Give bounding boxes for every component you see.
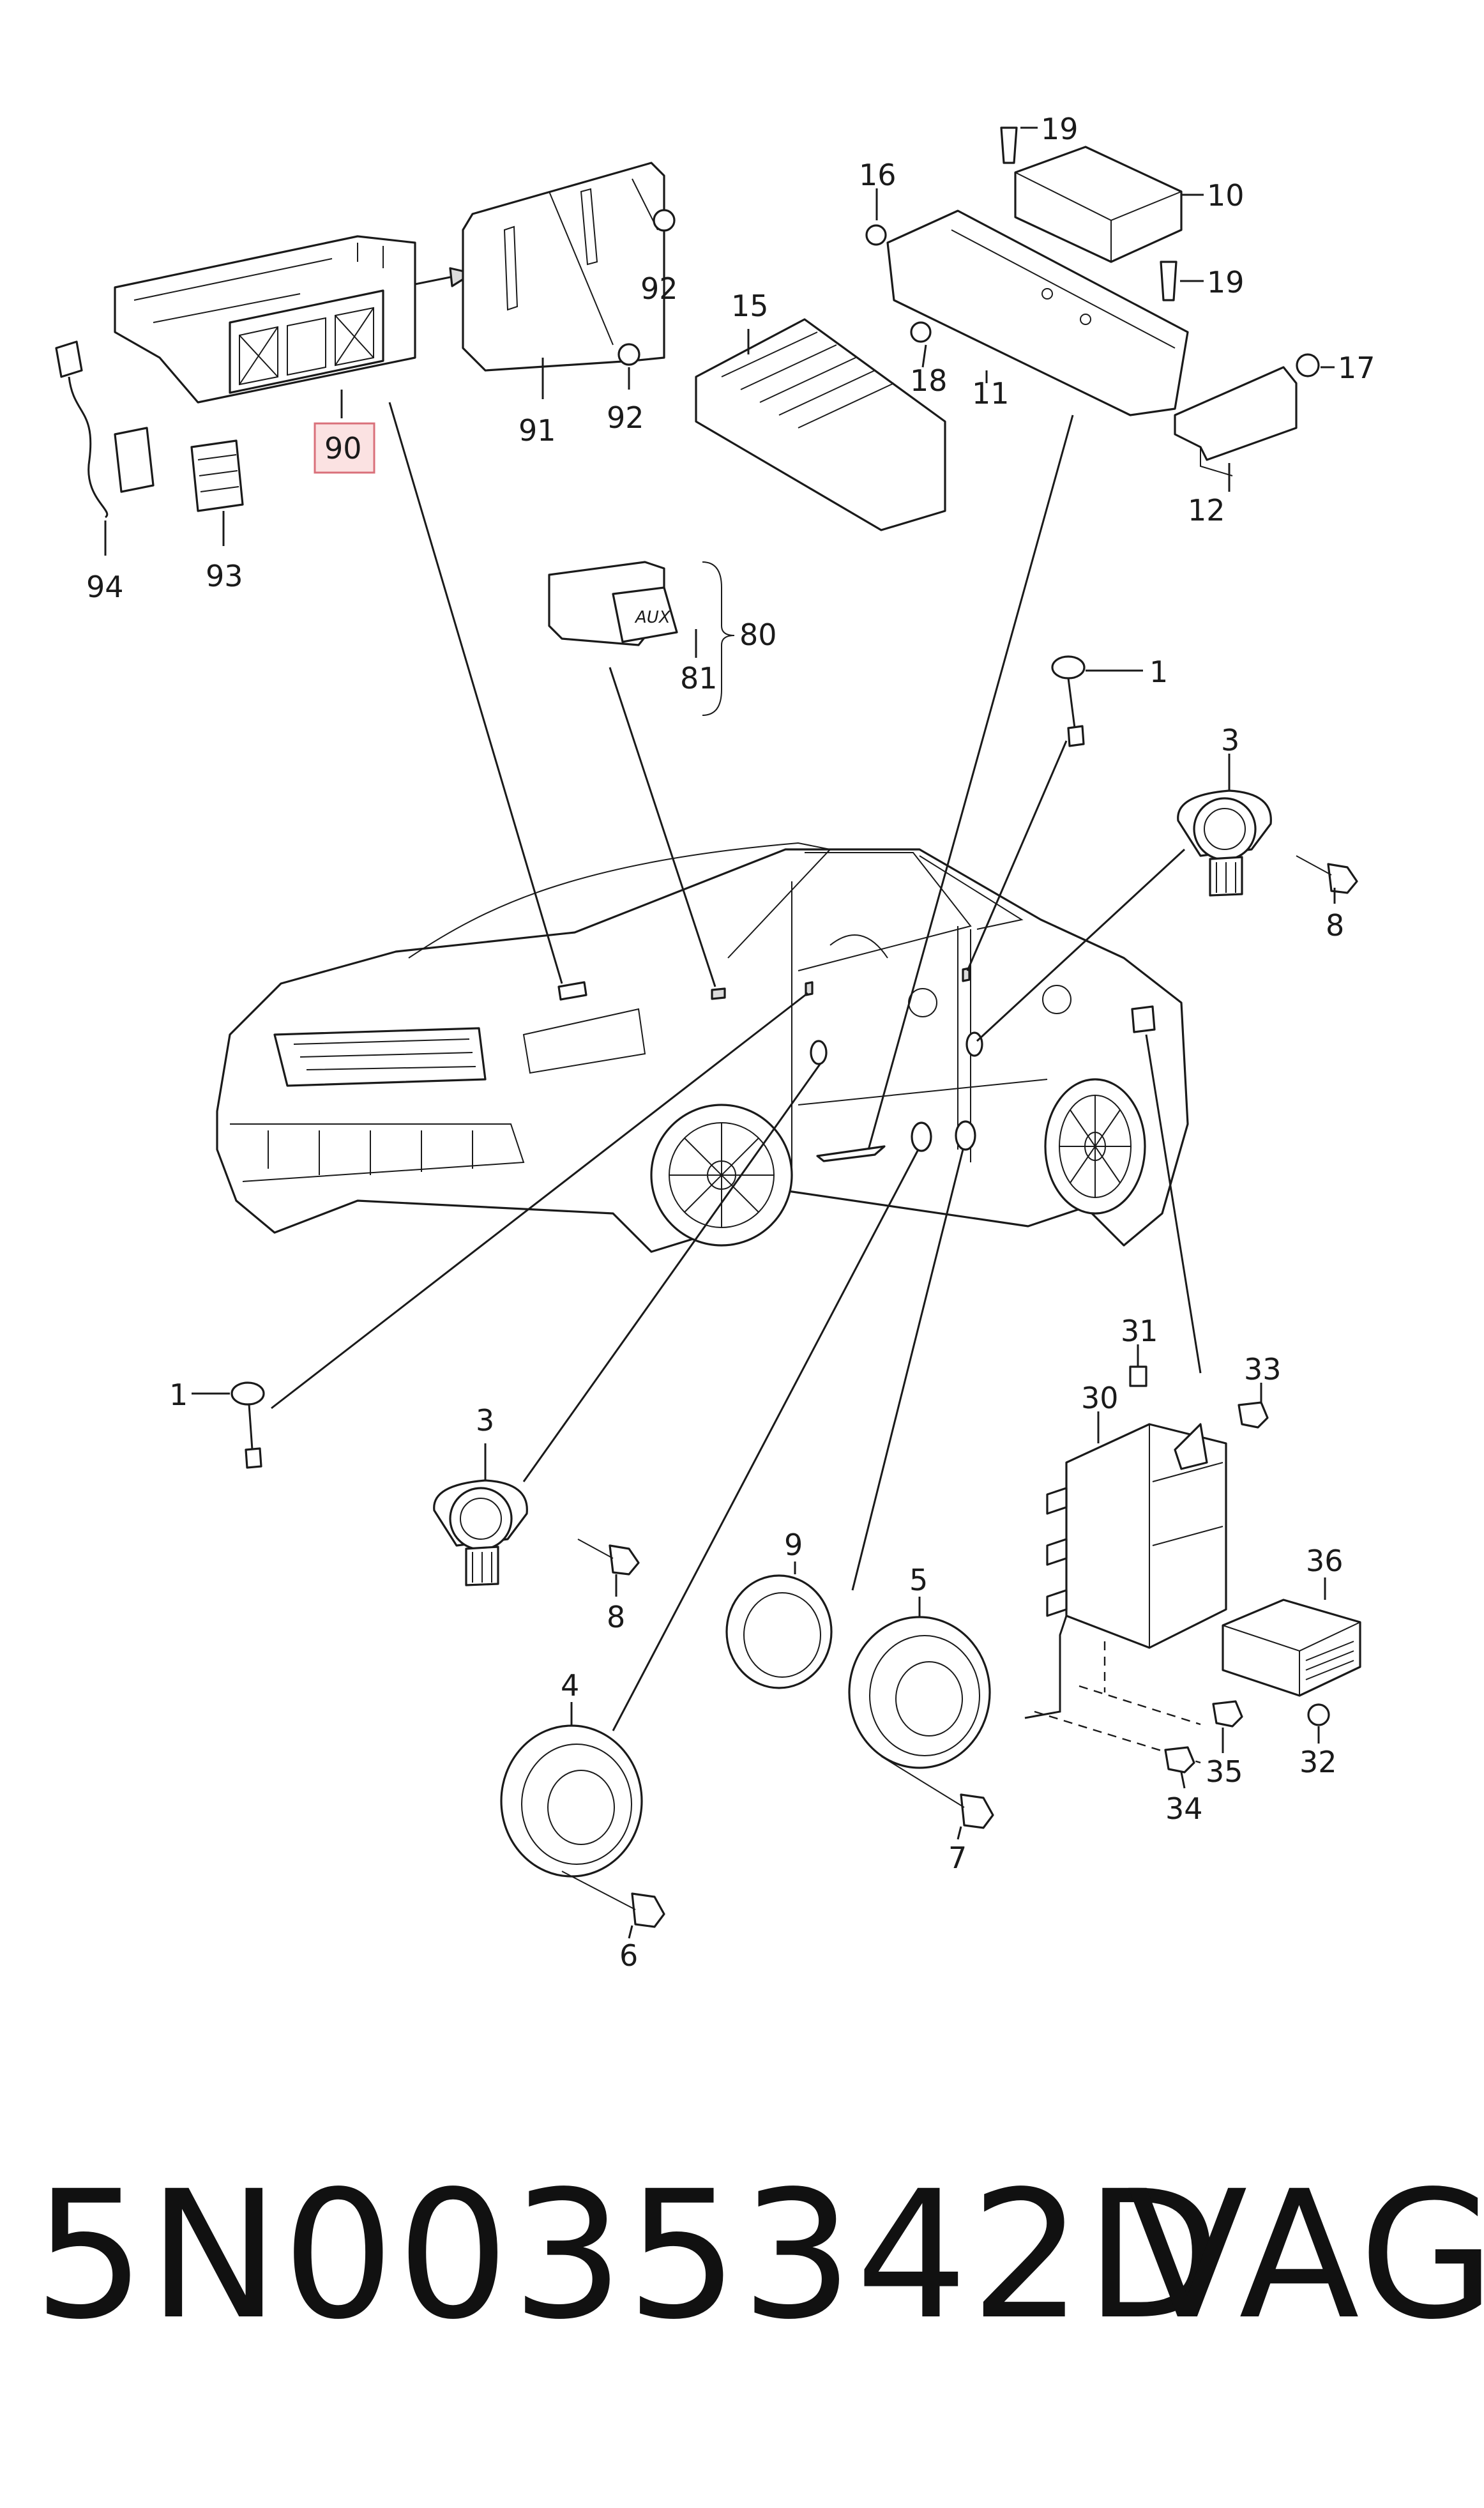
connector-ribs xyxy=(197,454,239,492)
callout-80[interactable]: 80 xyxy=(739,618,777,652)
mount-area-aux xyxy=(711,987,726,1000)
cd-changer-part-36 xyxy=(1222,1599,1361,1697)
callout-91[interactable]: 91 xyxy=(519,413,556,448)
tweeter-mount-front xyxy=(805,981,814,996)
screw-part-35 xyxy=(1212,1700,1243,1728)
part-number-title: 5N0035342D xyxy=(33,2154,1223,2359)
callout-1-upper[interactable]: 1 xyxy=(1149,655,1168,689)
amplifier-part-15 xyxy=(695,318,946,531)
mounting-plate-part-91 xyxy=(462,162,665,372)
tweeter-part-1-upper xyxy=(1051,655,1086,747)
speaker-part-4 xyxy=(500,1724,643,1878)
callout-93[interactable]: 93 xyxy=(206,559,243,593)
tweeter-mount-rear xyxy=(962,967,971,982)
callout-90-highlight xyxy=(314,422,375,474)
screw-shaft-8-upper xyxy=(1296,855,1332,876)
callout-33[interactable]: 33 xyxy=(1244,1352,1282,1387)
callout-3-upper[interactable]: 3 xyxy=(1221,723,1239,757)
cable-part-94 xyxy=(55,340,155,519)
callout-30[interactable]: 30 xyxy=(1081,1381,1119,1415)
screw-part-7 xyxy=(960,1793,994,1829)
screw-part-31 xyxy=(1129,1365,1147,1387)
callout-92-lower[interactable]: 92 xyxy=(607,400,644,435)
screw-part-18 xyxy=(910,321,932,343)
screw-part-33 xyxy=(1238,1401,1269,1429)
callout-35[interactable]: 35 xyxy=(1206,1754,1243,1789)
tweeter-part-1-lower xyxy=(231,1381,265,1469)
callout-9[interactable]: 9 xyxy=(784,1528,803,1562)
callout-7[interactable]: 7 xyxy=(948,1841,967,1875)
car-body xyxy=(216,842,1189,1253)
bolt-part-19-upper xyxy=(1000,126,1018,164)
callout-15[interactable]: 15 xyxy=(731,289,769,323)
speaker-ring-part-9 xyxy=(725,1574,833,1689)
nut-part-16 xyxy=(865,224,887,246)
aux-socket-part-80: AUX xyxy=(548,561,678,646)
callout-94[interactable]: 94 xyxy=(86,570,124,604)
callout-18[interactable]: 18 xyxy=(910,363,948,398)
mount-area-90 xyxy=(557,981,587,1001)
bracket-part-11 xyxy=(886,209,1189,416)
callout-19-lower[interactable]: 19 xyxy=(1207,265,1245,300)
connector-part-93 xyxy=(190,439,244,512)
speaker-part-3-upper xyxy=(1177,789,1272,897)
leader-lines xyxy=(104,126,1336,1939)
callout-34[interactable]: 34 xyxy=(1165,1791,1203,1826)
callout-17[interactable]: 17 xyxy=(1338,351,1375,385)
door-speaker-hole-front xyxy=(810,1040,828,1065)
bracket-part-12 xyxy=(1174,366,1298,476)
aux-label: AUX xyxy=(634,608,671,627)
screw-part-8-upper xyxy=(1327,863,1358,894)
screw-part-8-lower xyxy=(609,1544,640,1576)
callout-10[interactable]: 10 xyxy=(1207,178,1245,213)
callout-6[interactable]: 6 xyxy=(619,1938,638,1973)
door-speaker-hole-rear xyxy=(965,1031,983,1057)
door-low-speaker-hole-rear xyxy=(955,1120,976,1151)
media-unit-part-90 xyxy=(114,235,416,404)
sill-mount-area xyxy=(816,1145,886,1162)
nut-part-32 xyxy=(1307,1703,1330,1726)
callout-1-lower[interactable]: 1 xyxy=(169,1378,188,1412)
callout-31[interactable]: 31 xyxy=(1121,1314,1158,1348)
screw-shaft-7 xyxy=(881,1756,965,1808)
exploded-parts-diagram: AUX xyxy=(55,112,1375,1973)
rear-mount-area xyxy=(1131,1005,1156,1033)
control-unit-part-10 xyxy=(1014,146,1183,263)
brand-title: VAG xyxy=(1127,2154,1484,2359)
callout-12[interactable]: 12 xyxy=(1188,493,1225,528)
screw-part-34 xyxy=(1164,1746,1195,1774)
callout-90[interactable]: 90 xyxy=(324,431,362,466)
nut-part-17 xyxy=(1296,353,1320,377)
rear-wheel xyxy=(1044,1078,1146,1215)
screw-part-6 xyxy=(631,1892,665,1928)
plate-slots xyxy=(503,188,598,311)
callout-32[interactable]: 32 xyxy=(1299,1745,1337,1779)
callout-5[interactable]: 5 xyxy=(909,1563,928,1597)
callout-11[interactable]: 11 xyxy=(972,376,1010,411)
screw-shaft-6 xyxy=(561,1871,636,1910)
speaker-part-3-lower xyxy=(433,1479,528,1586)
screw-shaft-8-lower xyxy=(577,1539,614,1559)
callout-8-lower[interactable]: 8 xyxy=(607,1600,625,1634)
front-wheel xyxy=(650,1104,793,1247)
speaker-part-5 xyxy=(848,1616,991,1769)
callout-4[interactable]: 4 xyxy=(561,1668,579,1703)
callout-19[interactable]: 19 xyxy=(1041,112,1079,146)
callout-16[interactable]: 16 xyxy=(859,158,897,192)
callout-3-lower[interactable]: 3 xyxy=(476,1403,494,1438)
callout-36[interactable]: 36 xyxy=(1306,1544,1344,1578)
callout-8-upper[interactable]: 8 xyxy=(1326,908,1344,943)
bracket-brace-80 xyxy=(702,561,735,716)
callout-92-upper[interactable]: 92 xyxy=(640,271,678,306)
door-low-speaker-hole-front xyxy=(911,1121,932,1152)
nut-part-92-lower xyxy=(617,343,640,366)
bracket-part-30 xyxy=(1024,1423,1227,1719)
nut-part-92-upper xyxy=(653,209,676,232)
bolt-part-19-lower xyxy=(1160,261,1177,301)
callout-81[interactable]: 81 xyxy=(680,661,718,695)
